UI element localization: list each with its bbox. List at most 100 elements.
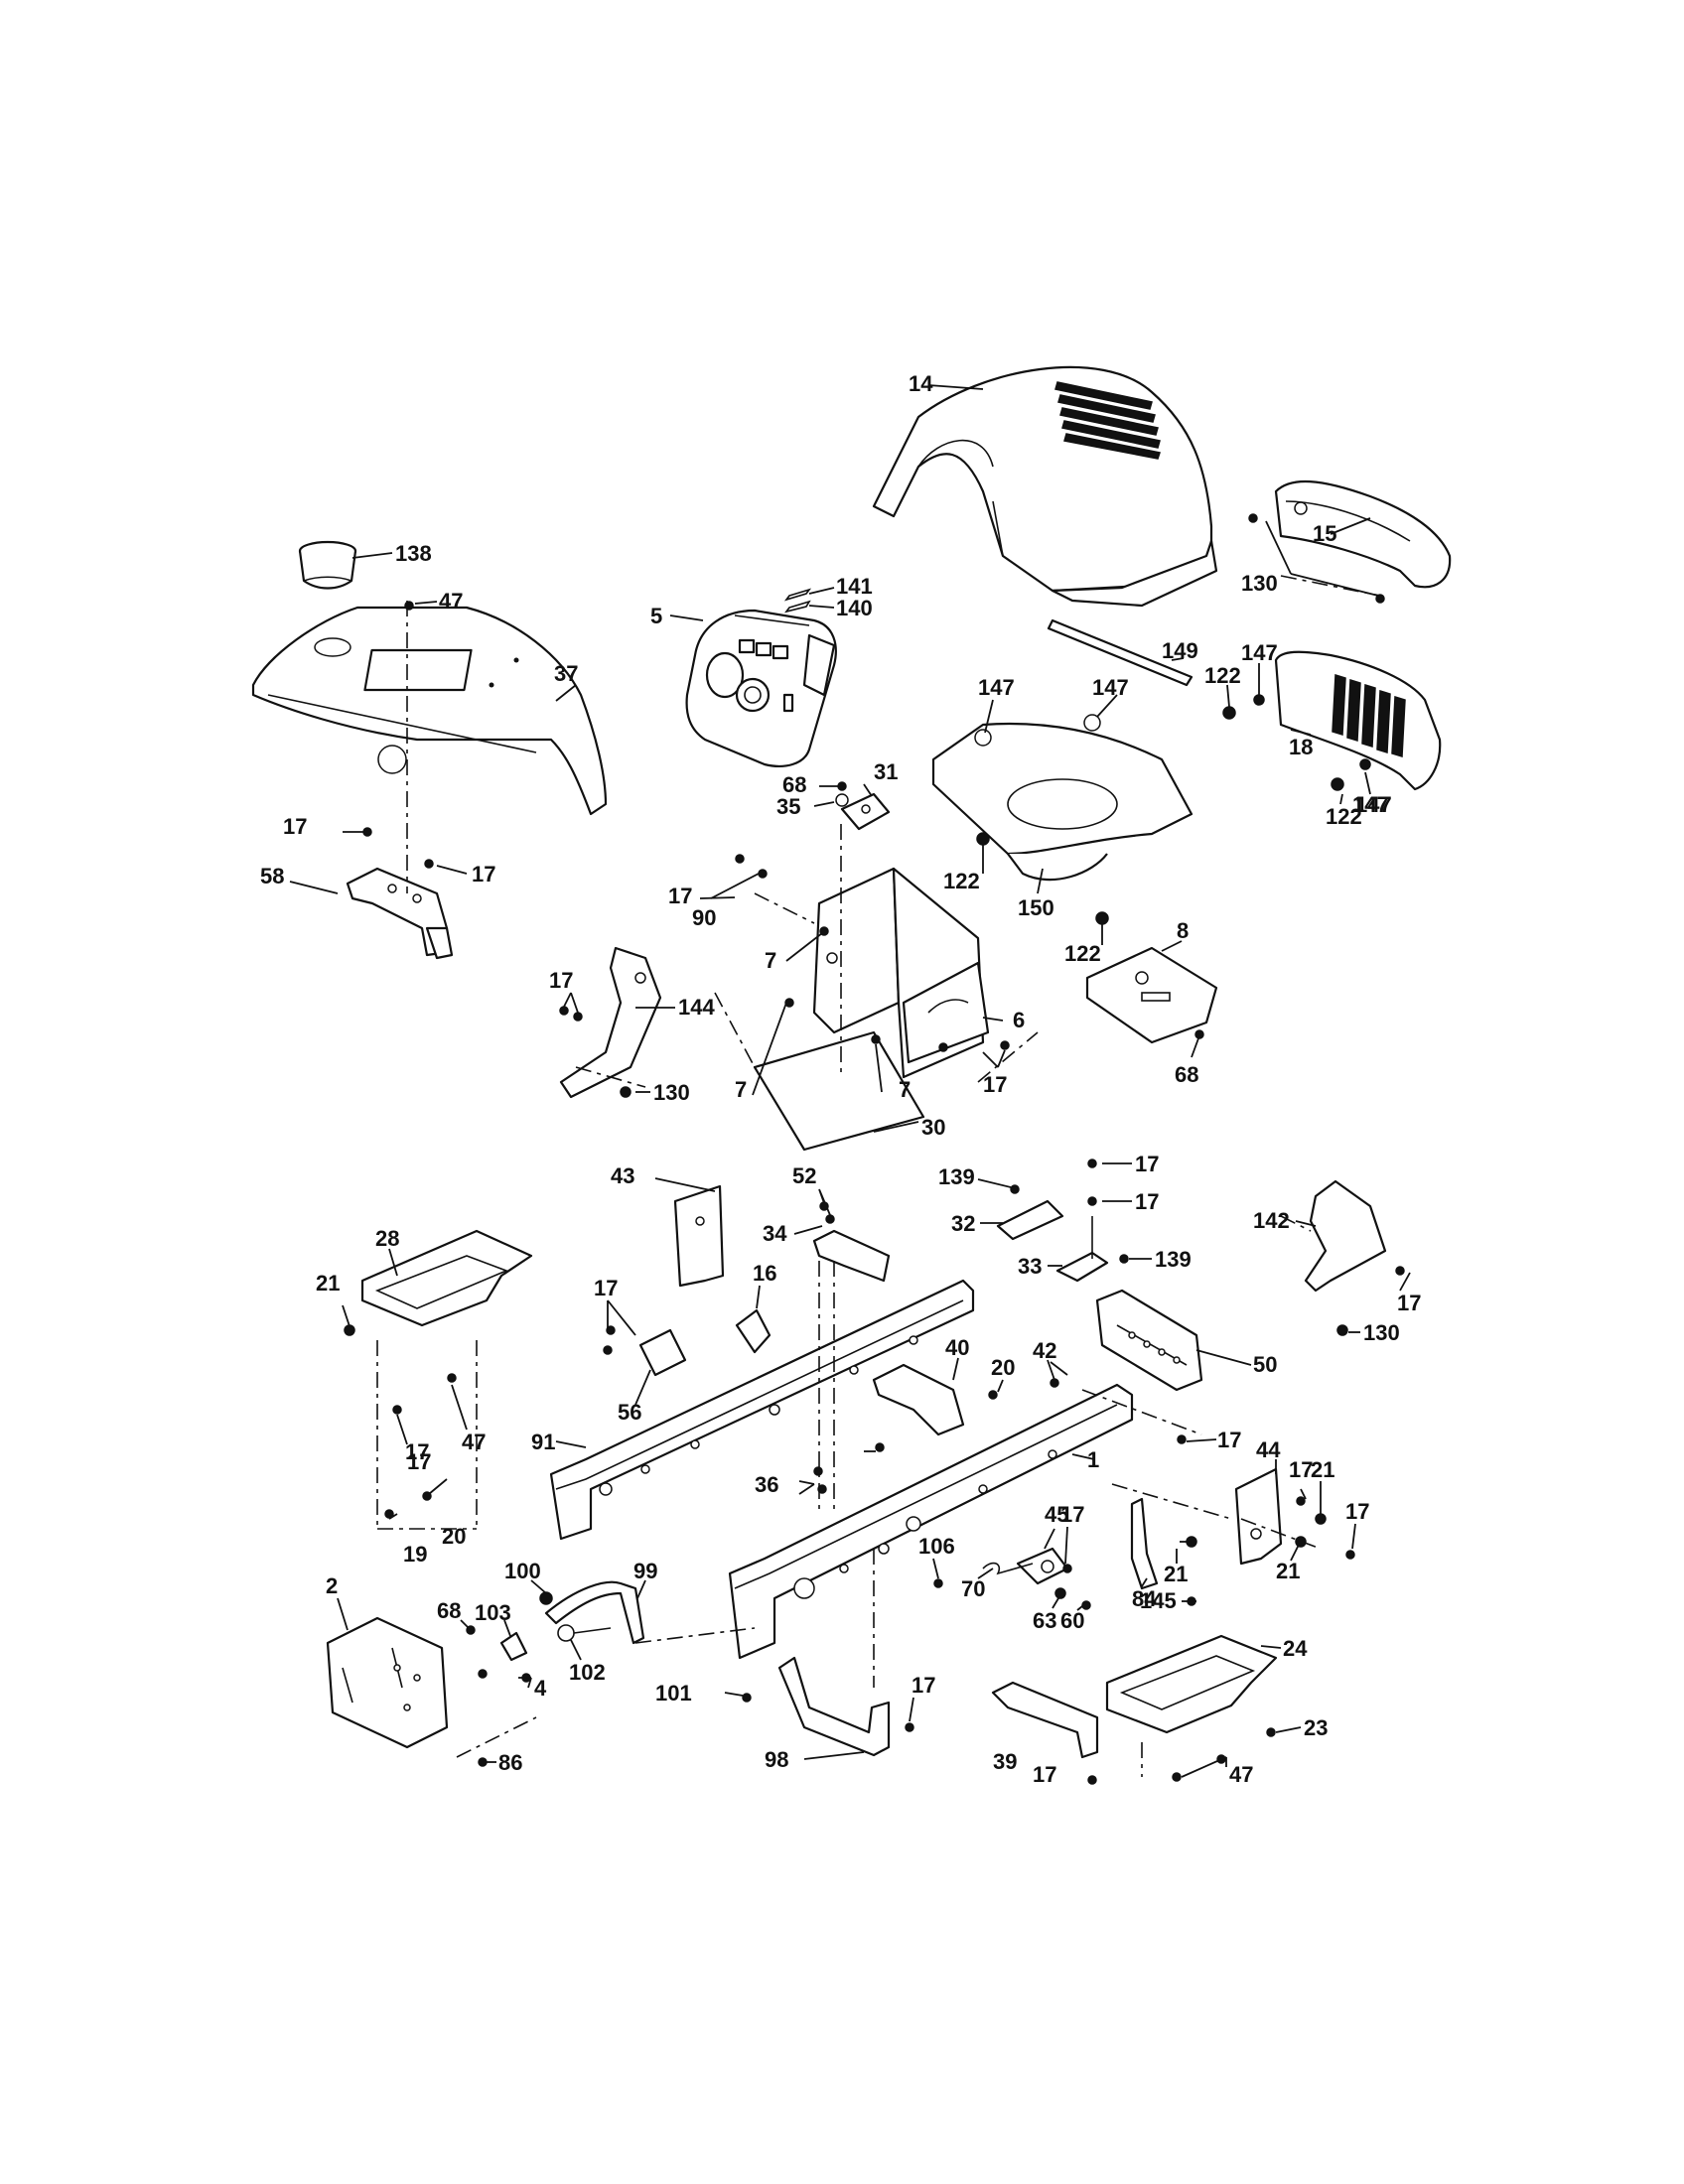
callout-34: 34 — [763, 1221, 787, 1246]
bracket-144 — [559, 946, 662, 1099]
boot-part-16 — [735, 1308, 772, 1354]
callout-145: 145 — [1140, 1588, 1177, 1613]
dash-panel-part — [812, 867, 990, 1079]
callout-144: 144 — [678, 995, 715, 1020]
callout-6: 6 — [1013, 1008, 1025, 1032]
callout-4: 4 — [534, 1676, 547, 1701]
plate-part-30 — [753, 1030, 925, 1152]
callout-21-left: 21 — [316, 1271, 340, 1296]
lever-84 — [1130, 1497, 1159, 1590]
bracket-43 — [673, 1184, 725, 1288]
callout-141: 141 — [836, 574, 873, 599]
bracket-40 — [872, 1363, 965, 1436]
callout-31: 31 — [874, 759, 898, 784]
callout-40: 40 — [945, 1335, 969, 1360]
bracket-31 — [840, 792, 891, 831]
callout-19: 19 — [403, 1542, 427, 1567]
leader-lines — [289, 384, 1411, 1778]
callout-86: 86 — [498, 1750, 522, 1775]
callout-17-144: 17 — [549, 968, 573, 993]
callout-58: 58 — [260, 864, 284, 888]
step-plate-28 — [360, 1229, 533, 1327]
callout-17-left: 17 — [405, 1439, 429, 1464]
callout-100: 100 — [504, 1559, 541, 1583]
bracket-56 — [638, 1328, 687, 1377]
grille-bottom-part — [1274, 650, 1442, 791]
bracket-142 — [1304, 1179, 1387, 1293]
callout-8: 8 — [1177, 918, 1189, 943]
linkage-32 — [996, 1199, 1064, 1241]
callout-147-mid: 147 — [1092, 675, 1129, 700]
frame-rail-right-1 — [728, 1383, 1134, 1660]
callout-47: 47 — [439, 589, 463, 614]
callout-149: 149 — [1162, 638, 1198, 663]
step-plate-24 — [1105, 1634, 1278, 1734]
callout-130-right: 130 — [1363, 1320, 1400, 1345]
callout-68-plate: 68 — [1175, 1062, 1198, 1087]
callout-42: 42 — [1033, 1338, 1056, 1363]
callout-37: 37 — [554, 661, 578, 686]
fender-part — [251, 606, 608, 816]
linkage-33 — [1055, 1216, 1109, 1283]
callout-140: 140 — [836, 596, 873, 620]
callout-147-left: 147 — [978, 675, 1015, 700]
callout-147-right: 147 — [1241, 640, 1278, 665]
callout-47-right: 47 — [1229, 1762, 1253, 1787]
hood-vent-slots — [1054, 381, 1161, 460]
callout-139-a: 139 — [938, 1164, 975, 1189]
hood-part — [872, 365, 1218, 608]
callout-68-top: 68 — [782, 772, 806, 797]
callout-32: 32 — [951, 1211, 975, 1236]
callout-17-panel: 17 — [983, 1072, 1007, 1097]
callout-17-44: 17 — [1289, 1457, 1313, 1482]
callout-17-50: 17 — [1217, 1428, 1241, 1452]
callout-122-bottom: 122 — [1064, 941, 1101, 966]
callout-24: 24 — [1283, 1636, 1308, 1661]
plate-part-50 — [1095, 1289, 1203, 1392]
callout-17-142: 17 — [1397, 1291, 1421, 1315]
callout-139-b: 139 — [1155, 1247, 1192, 1272]
callout-7-c: 7 — [899, 1077, 911, 1102]
frame-rail-left-91 — [549, 1279, 975, 1541]
callout-91: 91 — [531, 1430, 555, 1454]
callout-17-98: 17 — [912, 1673, 935, 1698]
callout-2: 2 — [326, 1573, 338, 1598]
callout-14: 14 — [909, 371, 933, 396]
callout-138: 138 — [395, 541, 432, 566]
callout-23: 23 — [1304, 1715, 1328, 1740]
grille-vent-slots — [1332, 674, 1406, 757]
callout-17-link-b: 17 — [1135, 1189, 1159, 1214]
callout-84: 84 — [1132, 1586, 1157, 1611]
plate-part-8 — [1085, 946, 1218, 1044]
strip-part — [1047, 618, 1193, 687]
callout-147-right-2: 147 — [1355, 792, 1392, 817]
bracket-98 — [777, 1656, 891, 1757]
callout-17-45: 17 — [1060, 1502, 1084, 1527]
callout-16: 16 — [753, 1261, 776, 1286]
spring-102 — [557, 1624, 612, 1642]
bracket-44 — [1234, 1467, 1283, 1566]
callout-35: 35 — [776, 794, 800, 819]
callout-102: 102 — [569, 1660, 606, 1685]
callout-17-fender-b: 17 — [472, 862, 495, 887]
callout-56: 56 — [618, 1400, 641, 1425]
callout-103: 103 — [475, 1600, 511, 1625]
callout-33: 33 — [1018, 1254, 1042, 1279]
callout-39: 39 — [993, 1749, 1017, 1774]
callout-17-link-a: 17 — [1135, 1152, 1159, 1176]
callout-90: 90 — [692, 905, 716, 930]
callout-130: 130 — [1241, 571, 1278, 596]
callout-20-mid: 20 — [991, 1355, 1015, 1380]
grille-top-part — [1274, 479, 1452, 589]
callout-1: 1 — [1087, 1447, 1099, 1472]
callout-122-top: 122 — [1204, 663, 1241, 688]
callout-98: 98 — [765, 1747, 788, 1772]
callout-99: 99 — [633, 1559, 657, 1583]
callout-17-39: 17 — [1033, 1762, 1056, 1787]
callout-36: 36 — [755, 1472, 778, 1497]
callout-130-left: 130 — [653, 1080, 690, 1105]
callout-45: 45 — [1045, 1502, 1068, 1527]
callout-28: 28 — [375, 1226, 399, 1251]
clip-103 — [499, 1631, 528, 1662]
